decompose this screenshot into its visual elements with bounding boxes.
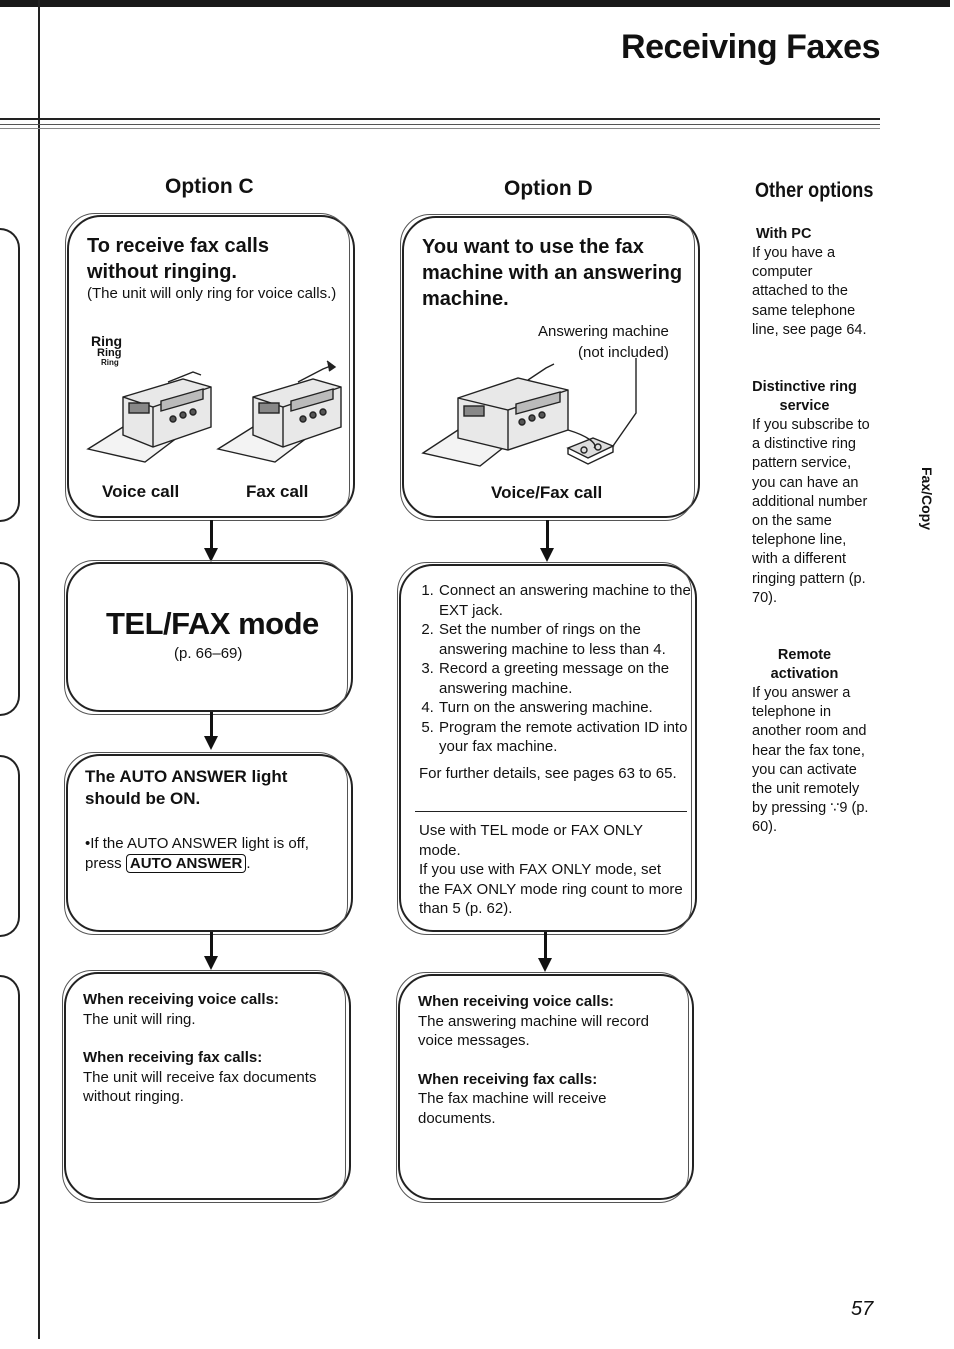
setup-step: Connect an answering machine to the EXT … bbox=[438, 581, 706, 620]
down-arrow-icon bbox=[210, 520, 213, 550]
down-arrow-icon bbox=[546, 520, 549, 550]
option-c-fax-text: The unit will receive fax documents with… bbox=[83, 1068, 317, 1106]
mode-note: Use with TEL mode or FAX ONLY mode. bbox=[419, 822, 643, 859]
down-arrow-head bbox=[204, 548, 218, 562]
option-d-fax-text: The fax machine will receive documents. bbox=[418, 1090, 607, 1127]
down-arrow-icon bbox=[210, 932, 213, 958]
other-option-text: If you answer a telephone in another roo… bbox=[752, 685, 869, 836]
down-arrow-icon bbox=[210, 712, 213, 738]
binding-curve bbox=[0, 228, 20, 522]
fax-only-note: If you use with FAX ONLY mode, set the F… bbox=[419, 861, 683, 917]
section-side-tab: Fax/Copy bbox=[919, 467, 935, 531]
option-d-voice-text: The answering machine will record voice … bbox=[418, 1012, 649, 1050]
option-c-result-box: When receiving voice calls: The unit wil… bbox=[62, 970, 351, 1203]
option-d-result-box: When receiving voice calls: The answerin… bbox=[396, 972, 694, 1203]
other-options-heading: Other options bbox=[755, 179, 874, 202]
tel-fax-mode-ref: (p. 66–69) bbox=[174, 645, 243, 662]
top-rule bbox=[0, 0, 950, 7]
down-arrow-icon bbox=[544, 932, 547, 960]
divider bbox=[415, 811, 687, 812]
left-margin-rule bbox=[38, 0, 40, 1339]
binding-curve bbox=[0, 755, 20, 937]
setup-step: Program the remote activation ID into yo… bbox=[438, 718, 706, 757]
binding-curve bbox=[0, 975, 20, 1204]
other-option-title: Distinctive ring service bbox=[752, 379, 857, 415]
header-rule bbox=[0, 118, 880, 120]
answering-machine-callout: Answering machine bbox=[538, 323, 669, 340]
down-arrow-head bbox=[538, 958, 552, 972]
option-d-voice-heading: When receiving voice calls: bbox=[418, 993, 614, 1010]
tel-fax-mode-box: TEL/FAX mode (p. 66–69) bbox=[64, 560, 353, 715]
voice-call-label: Voice call bbox=[102, 482, 180, 501]
option-d-condition-title: You want to use the fax machine with an … bbox=[422, 236, 683, 310]
fax-call-label: Fax call bbox=[246, 482, 309, 501]
page-title: Receiving Faxes bbox=[621, 28, 880, 66]
setup-steps-list: Connect an answering machine to the EXT … bbox=[420, 581, 706, 757]
other-option-text: If you subscribe to a distinctive ring p… bbox=[752, 417, 870, 606]
option-d-fax-heading: When receiving fax calls: bbox=[418, 1070, 598, 1088]
fax-with-answering-machine-icon bbox=[421, 358, 637, 467]
option-c-condition-title: To receive fax calls without ringing. bbox=[87, 235, 269, 283]
auto-answer-key: AUTO ANSWER bbox=[125, 853, 247, 873]
auto-answer-box: The AUTO ANSWER light should be ON. •If … bbox=[64, 752, 353, 935]
option-c-heading: Option C bbox=[165, 175, 254, 198]
option-d-heading: Option D bbox=[504, 177, 593, 200]
fax-machine-icon bbox=[86, 360, 342, 463]
setup-step: Record a greeting message on the answeri… bbox=[438, 659, 706, 698]
not-included-callout: (not included) bbox=[578, 344, 669, 361]
option-c-fax-heading: When receiving fax calls: bbox=[83, 1049, 263, 1066]
tel-fax-mode-title: TEL/FAX mode bbox=[106, 606, 319, 641]
other-option-distinctive-ring: Distinctive ring service If you subscrib… bbox=[752, 378, 872, 608]
option-c-condition-box: To receive fax calls without ringing. (T… bbox=[65, 213, 355, 521]
voice-fax-call-label: Voice/Fax call bbox=[491, 483, 603, 502]
other-option-text: If you have a computer attached to the s… bbox=[752, 245, 867, 338]
header-rule-secondary bbox=[0, 124, 880, 125]
other-options-column: With PC If you have a computer attached … bbox=[752, 225, 872, 838]
other-option-title: Remote activation bbox=[770, 647, 839, 683]
other-option-with-pc: With PC If you have a computer attached … bbox=[752, 225, 872, 340]
option-d-condition-box: You want to use the fax machine with an … bbox=[400, 214, 700, 521]
down-arrow-head bbox=[204, 736, 218, 750]
header-rule-tertiary bbox=[0, 128, 880, 129]
option-c-condition-note: (The unit will only ring for voice calls… bbox=[87, 285, 337, 302]
setup-step: Set the number of rings on the answering… bbox=[438, 620, 706, 659]
page-number: 57 bbox=[851, 1298, 874, 1320]
setup-details: For further details, see pages 63 to 65. bbox=[419, 765, 677, 782]
option-c-voice-heading: When receiving voice calls: bbox=[83, 991, 279, 1008]
auto-answer-title: The AUTO ANSWER light should be ON. bbox=[85, 767, 288, 808]
down-arrow-head bbox=[204, 956, 218, 970]
binding-curve bbox=[0, 562, 20, 716]
auto-answer-bullet: •If the AUTO ANSWER light is off, press … bbox=[85, 835, 309, 873]
other-option-title: With PC bbox=[756, 226, 812, 242]
down-arrow-head bbox=[540, 548, 554, 562]
option-c-voice-text: The unit will ring. bbox=[83, 1010, 196, 1028]
ring-text-graphic: Ring Ring Ring bbox=[91, 333, 123, 367]
setup-step: Turn on the answering machine. bbox=[438, 698, 706, 718]
answering-machine-setup-box: Connect an answering machine to the EXT … bbox=[397, 562, 697, 935]
other-option-remote-activation: Remote activation If you answer a teleph… bbox=[752, 646, 872, 838]
